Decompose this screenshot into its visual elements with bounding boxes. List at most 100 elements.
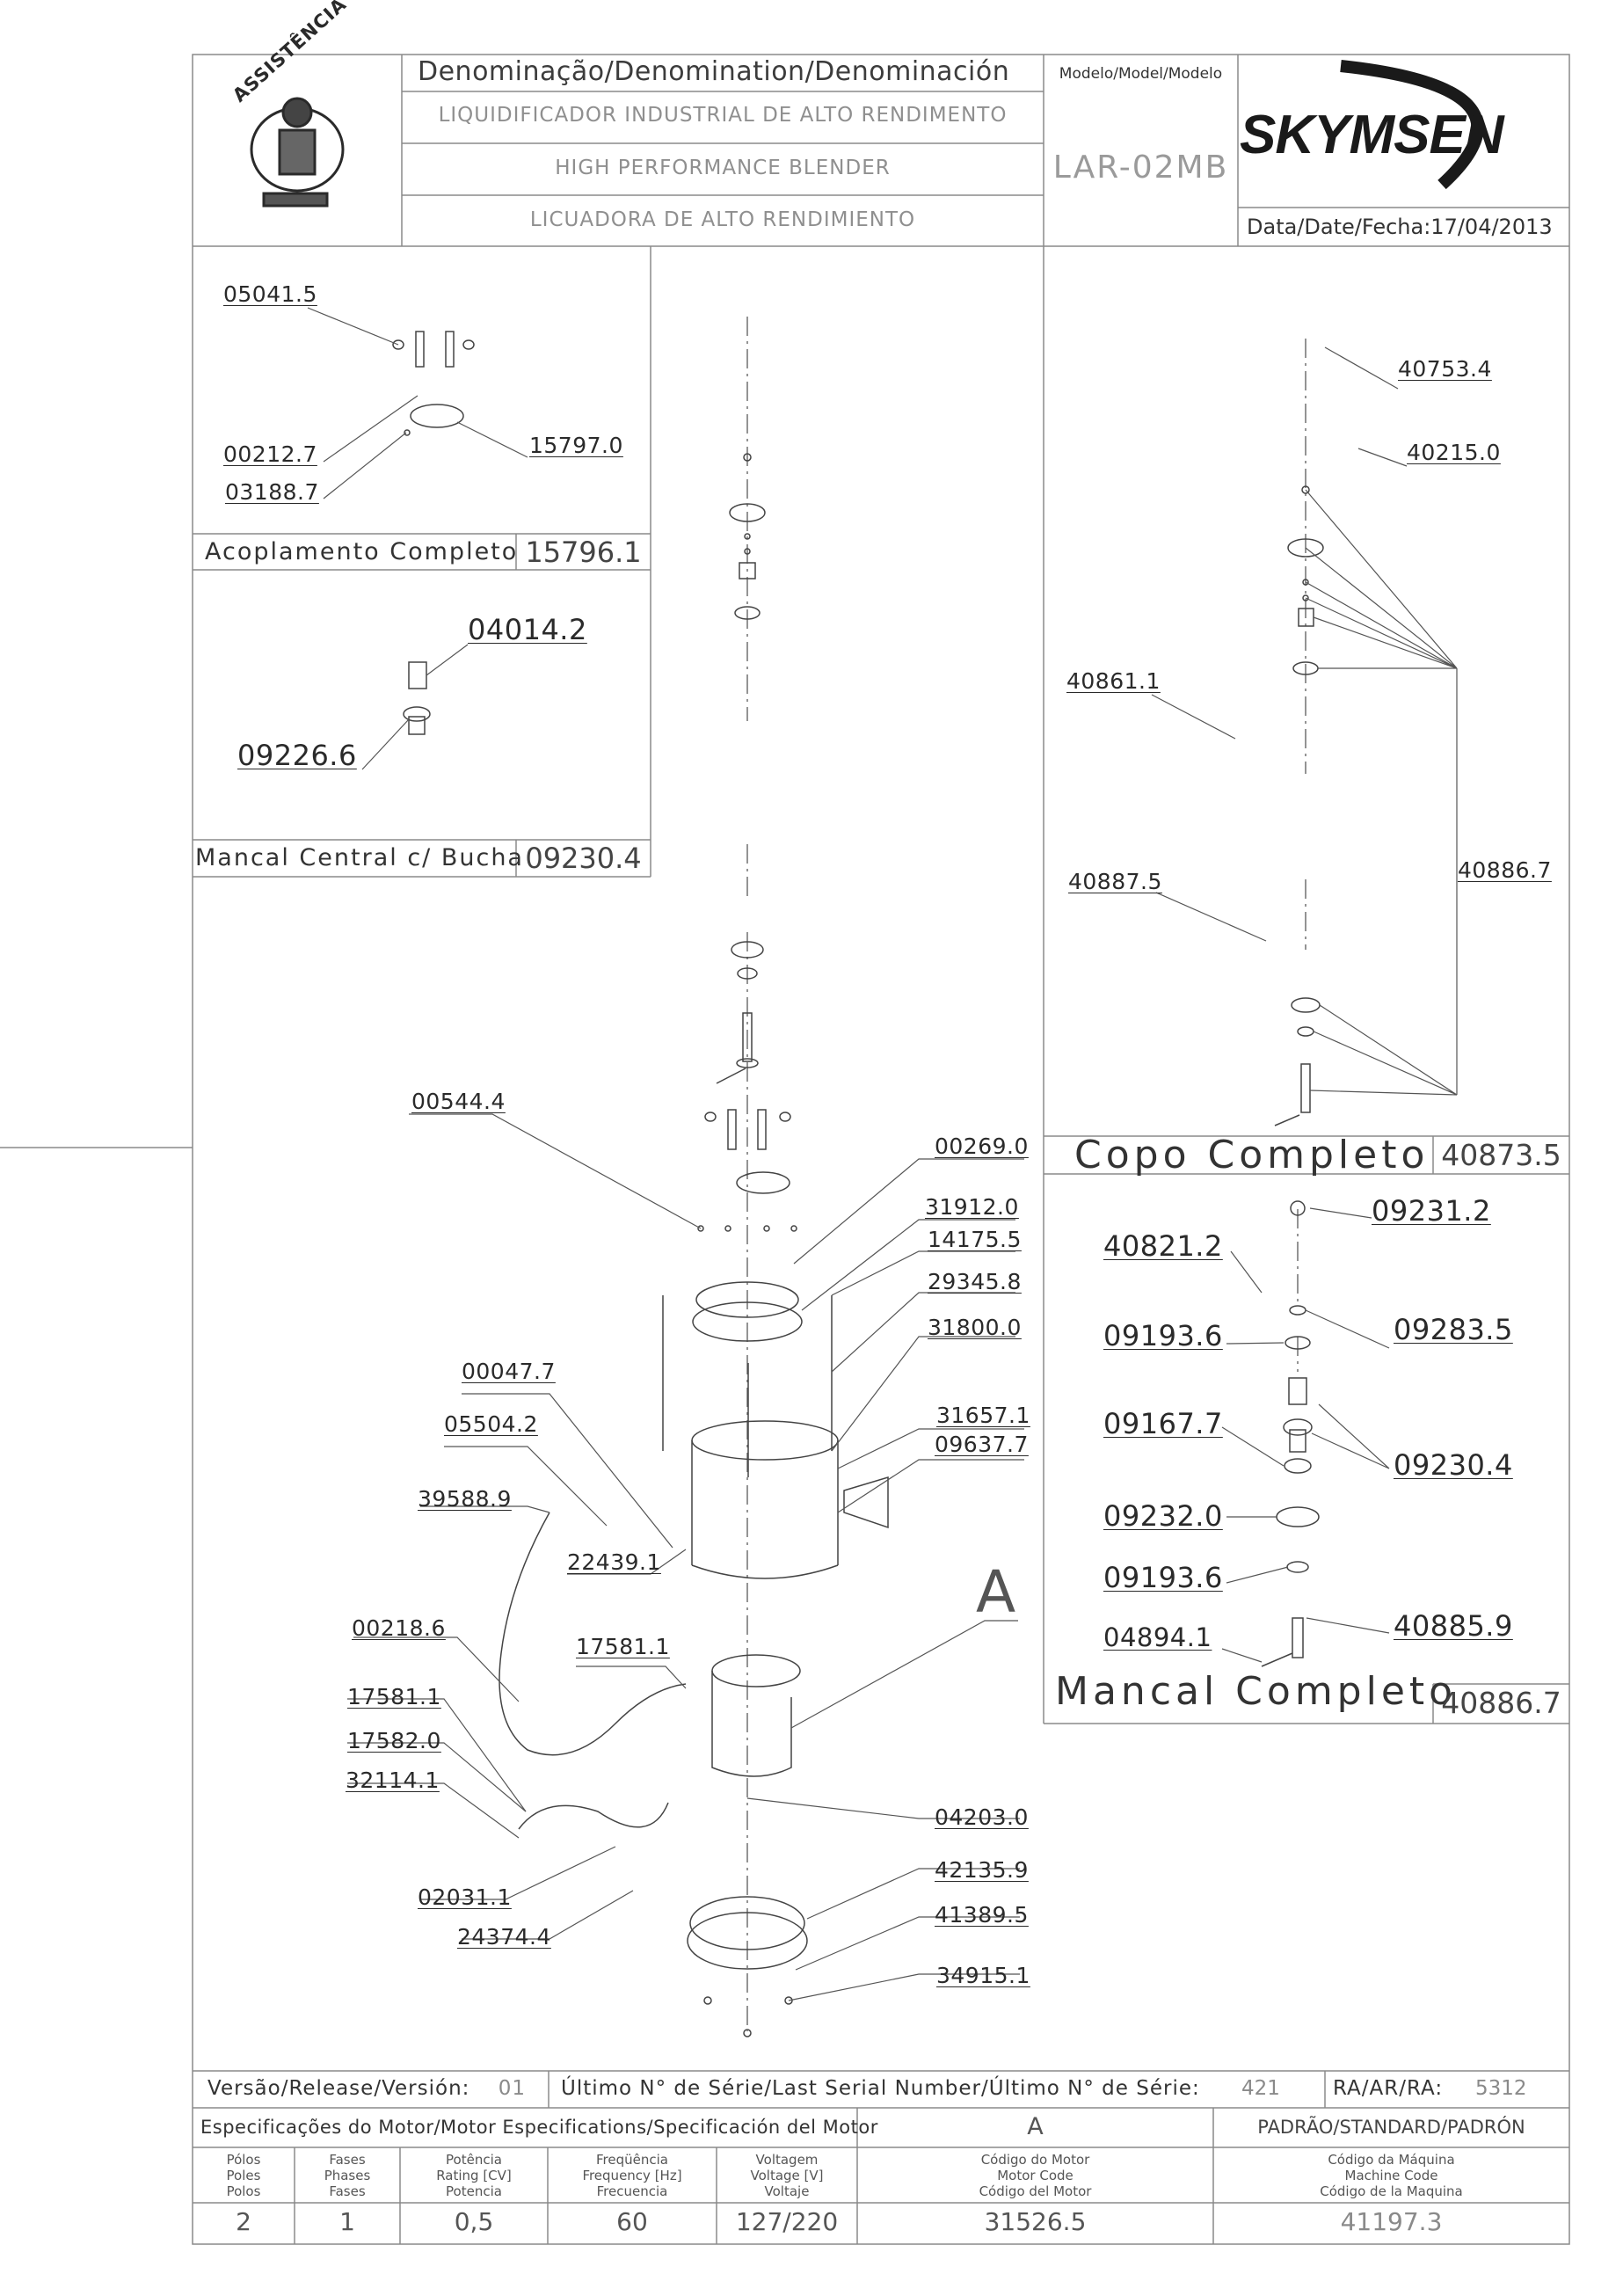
part-label: 31657.1 bbox=[936, 1403, 1030, 1428]
val-motor-code: 31526.5 bbox=[984, 2207, 1087, 2236]
date-label: Data/Date/Fecha: bbox=[1247, 215, 1431, 239]
exploded-view-shapes bbox=[392, 331, 1324, 2037]
header-line: Código do Motor bbox=[980, 2152, 1090, 2168]
part-label: 00047.7 bbox=[462, 1359, 556, 1384]
part-label: 00544.4 bbox=[411, 1089, 506, 1114]
val-machine-code: 41197.3 bbox=[1340, 2207, 1443, 2236]
part-label: 29345.8 bbox=[928, 1269, 1022, 1294]
motor-spec-a: A bbox=[1027, 2113, 1044, 2140]
product-name-es: LICUADORA DE ALTO RENDIMIENTO bbox=[529, 208, 916, 231]
part-label: 09231.2 bbox=[1372, 1194, 1491, 1228]
val-power: 0,5 bbox=[454, 2207, 494, 2236]
part-label: 00269.0 bbox=[935, 1133, 1029, 1159]
header-line: Fases bbox=[329, 2183, 366, 2199]
part-label: 04014.2 bbox=[468, 613, 587, 646]
part-label: 09230.4 bbox=[1394, 1448, 1513, 1482]
header-line: Potencia bbox=[446, 2183, 502, 2199]
header-line: Pólos bbox=[226, 2152, 261, 2168]
part-label: 00212.7 bbox=[223, 441, 317, 467]
part-label: 09193.6 bbox=[1103, 1561, 1223, 1594]
box-code-bearing: 40886.7 bbox=[1441, 1686, 1561, 1720]
model-label: Modelo/Model/Modelo bbox=[1059, 65, 1223, 83]
col-freq-header: Freqüência Frequency [Hz] Frecuencia bbox=[548, 2152, 717, 2199]
part-label: 04894.1 bbox=[1103, 1622, 1212, 1652]
drawing-frame bbox=[192, 54, 1570, 2245]
header-line: Voltage [V] bbox=[750, 2168, 824, 2183]
header-line: Potência bbox=[446, 2152, 502, 2168]
part-label: 40215.0 bbox=[1407, 440, 1501, 465]
part-label: 40885.9 bbox=[1394, 1609, 1513, 1643]
version-value: 01 bbox=[498, 2077, 526, 2100]
col-motor-code-header: Código do Motor Motor Code Código del Mo… bbox=[857, 2152, 1213, 2199]
col-power-header: Potência Rating [CV] Potencia bbox=[400, 2152, 548, 2199]
box-title-bearing-bush: Mancal Central c/ Bucha bbox=[195, 844, 524, 871]
part-label: 24374.4 bbox=[457, 1924, 551, 1950]
val-volt: 127/220 bbox=[735, 2207, 839, 2236]
ra-value: 5312 bbox=[1475, 2077, 1527, 2100]
part-label: 17582.0 bbox=[347, 1728, 441, 1753]
header-line: Código del Motor bbox=[979, 2183, 1092, 2199]
detail-a-label: A bbox=[976, 1558, 1016, 1626]
part-label: 41389.5 bbox=[935, 1902, 1029, 1928]
part-label: 40753.4 bbox=[1398, 356, 1492, 382]
part-label: 00218.6 bbox=[352, 1615, 446, 1641]
val-freq: 60 bbox=[616, 2207, 648, 2236]
brand-swoosh bbox=[1340, 60, 1484, 190]
part-label: 05041.5 bbox=[223, 281, 317, 307]
part-label: 32114.1 bbox=[346, 1768, 440, 1793]
part-label: 22439.1 bbox=[567, 1549, 661, 1575]
motor-spec-title: Especificações do Motor/Motor Especifica… bbox=[200, 2117, 878, 2138]
part-label: 09167.7 bbox=[1103, 1407, 1223, 1440]
denomination-title: Denominação/Denomination/Denominación bbox=[418, 56, 1010, 87]
header-line: Rating [CV] bbox=[436, 2168, 512, 2183]
part-label: 05504.2 bbox=[444, 1411, 538, 1437]
part-label: 09232.0 bbox=[1103, 1499, 1223, 1533]
part-label: 09283.5 bbox=[1394, 1313, 1513, 1346]
box-code-bearing-bush: 09230.4 bbox=[525, 842, 642, 875]
header-line: Motor Code bbox=[997, 2168, 1074, 2183]
header-line: Machine Code bbox=[1344, 2168, 1438, 2183]
box-title-coupling: Acoplamento Completo bbox=[205, 538, 519, 565]
header-line: Polos bbox=[226, 2183, 261, 2199]
header-line: Poles bbox=[226, 2168, 261, 2183]
col-volt-header: Voltagem Voltage [V] Voltaje bbox=[717, 2152, 857, 2199]
serial-value: 421 bbox=[1241, 2077, 1280, 2100]
header-line: Frecuencia bbox=[596, 2183, 668, 2199]
product-name-pt: LIQUIDIFICADOR INDUSTRIAL DE ALTO RENDIM… bbox=[438, 104, 1008, 127]
part-label: 14175.5 bbox=[928, 1227, 1022, 1252]
part-label: 34915.1 bbox=[936, 1963, 1030, 1988]
part-label: 31912.0 bbox=[925, 1194, 1019, 1220]
model-value: LAR-02MB bbox=[1052, 149, 1229, 186]
header-line: Voltaje bbox=[764, 2183, 810, 2199]
col-phases-header: Fases Phases Fases bbox=[295, 2152, 400, 2199]
part-label: 39588.9 bbox=[418, 1486, 512, 1512]
date-value: 17/04/2013 bbox=[1430, 215, 1553, 239]
header-line: Freqüência bbox=[596, 2152, 668, 2168]
val-poles: 2 bbox=[236, 2207, 251, 2236]
val-phases: 1 bbox=[339, 2207, 355, 2236]
part-label: 40886.7 bbox=[1458, 857, 1552, 883]
part-label: 09226.6 bbox=[237, 739, 357, 772]
part-label: 31800.0 bbox=[928, 1315, 1022, 1340]
standard-label: PADRÃO/STANDARD/PADRÓN bbox=[1257, 2117, 1525, 2138]
part-label: 40887.5 bbox=[1068, 869, 1162, 894]
part-label: 09193.6 bbox=[1103, 1319, 1223, 1352]
part-label: 40821.2 bbox=[1103, 1229, 1223, 1263]
date-row: Data/Date/Fecha:17/04/2013 bbox=[1247, 215, 1553, 239]
box-title-cup: Copo Completo bbox=[1074, 1133, 1430, 1177]
part-label: 09637.7 bbox=[935, 1432, 1029, 1457]
part-label: 42135.9 bbox=[935, 1857, 1029, 1883]
col-poles-header: Pólos Poles Polos bbox=[193, 2152, 295, 2199]
part-label: 02031.1 bbox=[418, 1884, 512, 1910]
brand-logo-text: SKYMSEN bbox=[1240, 105, 1504, 165]
header-line: Frequency [Hz] bbox=[582, 2168, 682, 2183]
version-row: Versão/Release/Versión: 01 bbox=[207, 2077, 526, 2100]
header-line: Fases bbox=[329, 2152, 366, 2168]
part-label: 40861.1 bbox=[1066, 668, 1161, 694]
header-line: Código de la Maquina bbox=[1320, 2183, 1463, 2199]
leader-lines bbox=[307, 307, 1458, 2001]
box-title-bearing: Mancal Completo bbox=[1055, 1669, 1458, 1714]
header-line: Código da Máquina bbox=[1328, 2152, 1455, 2168]
box-code-cup: 40873.5 bbox=[1441, 1138, 1561, 1172]
